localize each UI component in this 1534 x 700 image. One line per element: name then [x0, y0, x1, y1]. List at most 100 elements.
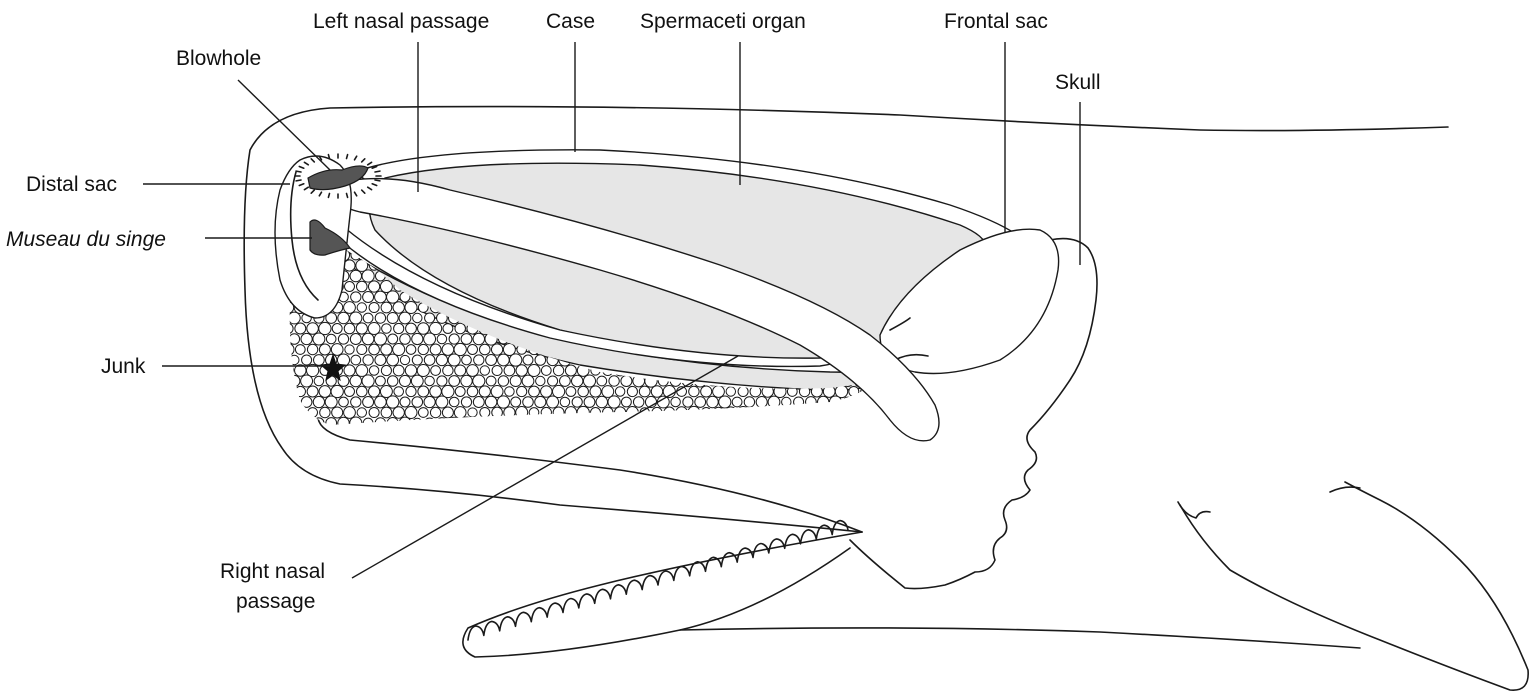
junk-cell [363, 418, 373, 428]
junk-cell [516, 407, 528, 419]
junk-cell [289, 375, 300, 386]
junk-cell [701, 386, 712, 397]
junk-cell [756, 396, 767, 407]
junk-cell [368, 281, 379, 292]
junk-cell [473, 333, 485, 345]
junk-cell [461, 375, 472, 386]
junk-cell [719, 396, 731, 408]
junk-cell [689, 386, 699, 396]
junk-cell [411, 375, 423, 387]
junk-cell [541, 386, 553, 398]
junk-cell [412, 397, 423, 408]
junk-cell [461, 334, 472, 345]
junk-cell [308, 408, 318, 418]
junk-cell [430, 386, 442, 398]
junk-cell [413, 313, 422, 322]
junk-cell [302, 355, 312, 365]
label-right-nasal-passage-line2: passage [236, 590, 315, 613]
junk-cell [283, 387, 293, 397]
junk-cell [725, 407, 736, 418]
junk-cell [412, 333, 423, 344]
junk-cell [405, 406, 417, 418]
junk-cell [295, 323, 306, 334]
junk-cell [775, 407, 786, 418]
junk-cell [369, 407, 379, 417]
junk-cell [633, 375, 645, 387]
junk-cell [449, 397, 459, 407]
junk-cell [363, 397, 374, 408]
junk-cell [369, 302, 379, 312]
junk-cell [547, 396, 559, 408]
junk-cell [614, 407, 625, 418]
junk-cell [320, 407, 330, 417]
label-junk: Junk [101, 355, 146, 378]
junk-cell [830, 418, 841, 429]
junk-cell [713, 386, 725, 398]
junk-cell [418, 386, 429, 397]
junk-cell [455, 365, 466, 376]
junk-cell [325, 396, 337, 408]
junk-cell [572, 375, 583, 386]
junk-cell [688, 406, 700, 418]
junk-cell [566, 387, 576, 397]
junk-cell [375, 313, 385, 323]
junk-cell [511, 397, 521, 407]
junk-cell [393, 344, 405, 356]
junk-cell [498, 376, 508, 386]
junk-cell [393, 365, 404, 376]
junk-cell [319, 386, 331, 398]
junk-cell [608, 396, 620, 408]
junk-cell [799, 406, 811, 418]
junk-cell [357, 344, 367, 354]
junk-cell [523, 397, 534, 408]
label-museau-du-singe: Museau du singe [6, 228, 166, 251]
junk-cell [448, 354, 460, 366]
junk-cell [449, 334, 459, 344]
junk-cell [400, 355, 409, 364]
junk-cell [301, 397, 312, 408]
junk-cell [295, 345, 305, 355]
junk-cell [639, 386, 650, 397]
junk-cell [652, 407, 662, 417]
junk-cell [842, 417, 854, 429]
junk-cell [277, 376, 288, 387]
junk-cell [879, 418, 890, 429]
junk-cell [523, 418, 532, 427]
junk-cell [781, 417, 792, 428]
junk-cell [313, 396, 324, 407]
junk-cell [393, 407, 404, 418]
junk-cell [836, 407, 847, 418]
junk-cell [671, 397, 680, 406]
junk-cell [350, 417, 362, 429]
junk-cell [468, 345, 478, 355]
junk-cell [351, 292, 361, 302]
junk-cell [289, 334, 300, 345]
junk-cell [528, 364, 540, 376]
junk-cell [338, 417, 349, 428]
junk-cell [326, 334, 336, 344]
junk-cell [387, 354, 399, 366]
junk-cell [307, 386, 318, 397]
junk-cell [621, 397, 631, 407]
junk-cell [750, 386, 761, 397]
junk-cell [350, 312, 362, 324]
junk-cell [406, 386, 416, 396]
junk-cell [682, 417, 694, 429]
junk-cell [683, 397, 693, 407]
junk-cell [867, 418, 877, 428]
junk-cell [276, 417, 287, 428]
junk-cell [363, 355, 373, 365]
junk-cell [394, 323, 404, 333]
junk-cell [651, 386, 662, 397]
junk-cell [363, 292, 374, 303]
junk-cell [356, 323, 367, 334]
junk-cell [492, 365, 502, 375]
junk-cell [596, 396, 608, 408]
junk-cell [713, 407, 724, 418]
label-distal-sac: Distal sac [26, 173, 117, 196]
lower-jaw-teeth [468, 521, 848, 640]
junk-cell [374, 333, 386, 345]
junk-cell [430, 407, 440, 417]
junk-cell [510, 354, 522, 366]
junk-cell [388, 334, 398, 344]
